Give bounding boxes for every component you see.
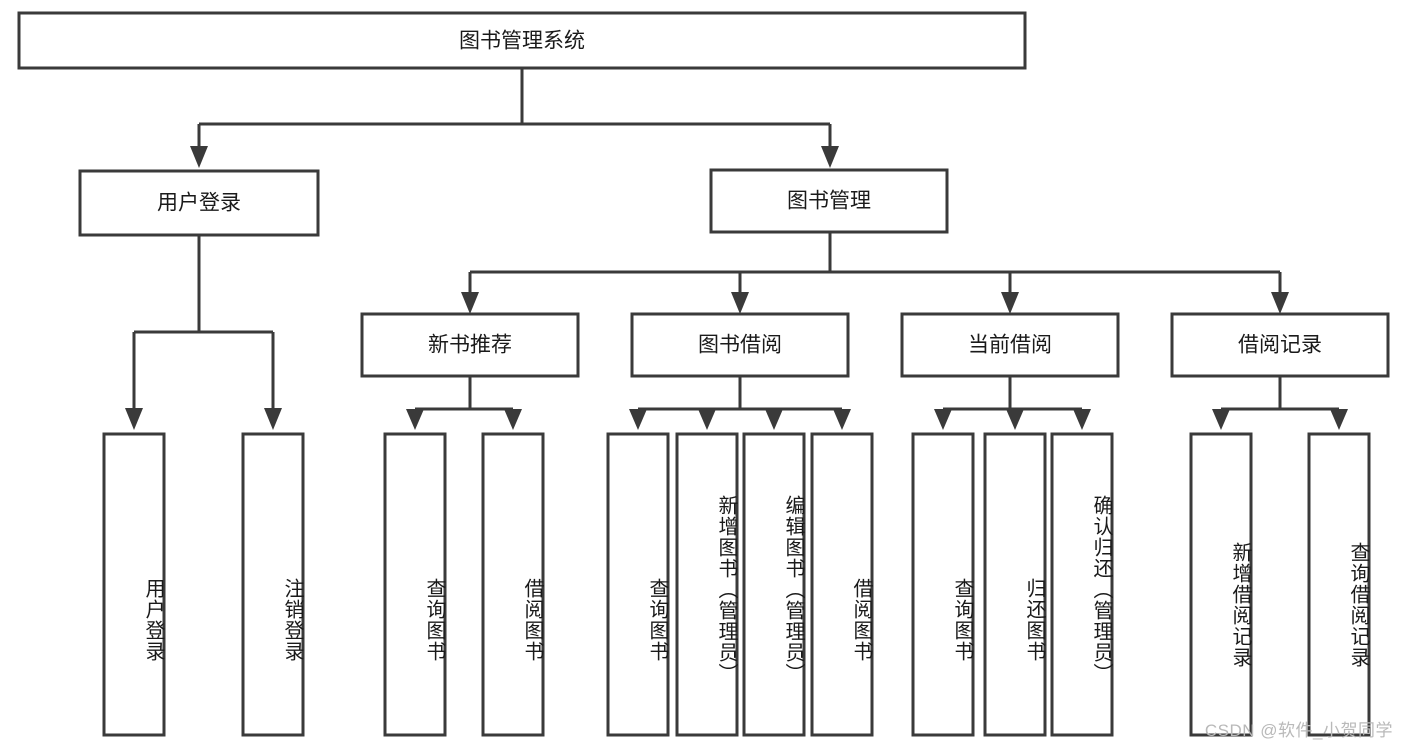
node-user-login-label: 用户登录 [157, 192, 241, 215]
node-book-manage[interactable]: 图书管理 [709, 168, 949, 234]
connector-userlogin-to-leaves [125, 235, 282, 430]
connector-newbook-to-leaves [406, 377, 522, 430]
node-leaf-2[interactable] [241, 432, 305, 737]
watermark: CSDN @软件_小贺同学 [1204, 721, 1393, 740]
node-leaf-6[interactable] [675, 432, 739, 737]
node-leaf-8[interactable] [810, 432, 874, 737]
node-leaf-3[interactable] [383, 432, 447, 737]
node-leaf-9[interactable] [911, 432, 975, 737]
connector-bookmanage-to-level3 [461, 232, 1289, 314]
node-current-borrow[interactable]: 当前借阅 [900, 312, 1120, 378]
connector-root-to-level2 [190, 68, 839, 168]
node-leaf-10[interactable] [983, 432, 1047, 737]
node-leaf-5[interactable] [606, 432, 670, 737]
connector-bookborrow-to-leaves [629, 377, 851, 430]
node-new-book-rec[interactable]: 新书推荐 [360, 312, 580, 378]
node-book-borrow-label: 图书借阅 [698, 334, 782, 357]
node-leaf-4[interactable] [481, 432, 545, 737]
node-leaf-13[interactable] [1307, 432, 1371, 737]
node-root-label: 图书管理系统 [459, 30, 585, 53]
node-leaf-12[interactable] [1189, 432, 1253, 737]
node-new-book-rec-label: 新书推荐 [428, 334, 512, 357]
node-borrow-record[interactable]: 借阅记录 [1170, 312, 1390, 378]
node-user-login[interactable]: 用户登录 [78, 169, 320, 237]
node-leaf-11[interactable] [1050, 432, 1114, 737]
node-current-borrow-label: 当前借阅 [968, 334, 1052, 357]
node-book-manage-label: 图书管理 [787, 190, 871, 213]
connector-currentborrow-to-leaves [934, 377, 1091, 430]
node-borrow-record-label: 借阅记录 [1238, 334, 1322, 357]
node-leaf-1[interactable] [102, 432, 166, 737]
node-book-borrow[interactable]: 图书借阅 [630, 312, 850, 378]
node-root[interactable]: 图书管理系统 [17, 11, 1027, 70]
leaf-boxes [102, 432, 1371, 737]
node-leaf-7[interactable] [742, 432, 806, 737]
connector-borrowrecord-to-leaves [1212, 377, 1348, 430]
